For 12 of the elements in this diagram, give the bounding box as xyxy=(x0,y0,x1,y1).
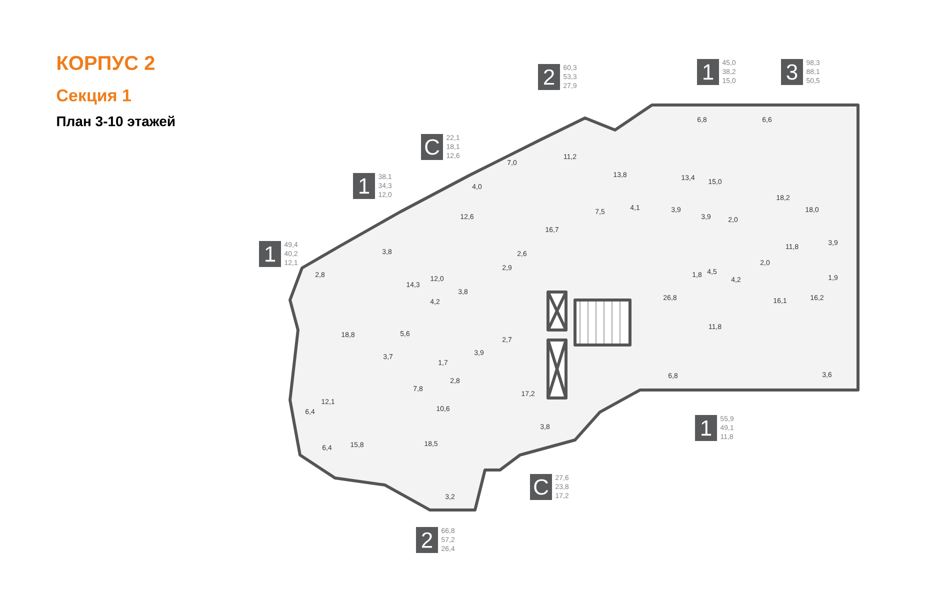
subheading: Секция 1 xyxy=(56,89,131,105)
apartment-type-badge: С xyxy=(421,134,443,160)
apartment-type-badge: 1 xyxy=(259,241,281,267)
apartment-type-badge: 2 xyxy=(538,64,560,90)
apartment-type-badge: 1 xyxy=(697,59,719,85)
apartment-type-badge: 3 xyxy=(781,59,804,85)
apartment-type-badge: 1 xyxy=(353,173,375,199)
apartment-type-badge: 2 xyxy=(416,527,438,553)
heading: КОРПУС 2 xyxy=(58,56,154,70)
apartment-type-badge: 1 xyxy=(695,415,717,441)
apartment-type-badge: С xyxy=(530,474,552,500)
subheading: План 3-10 этажей xyxy=(57,116,175,126)
